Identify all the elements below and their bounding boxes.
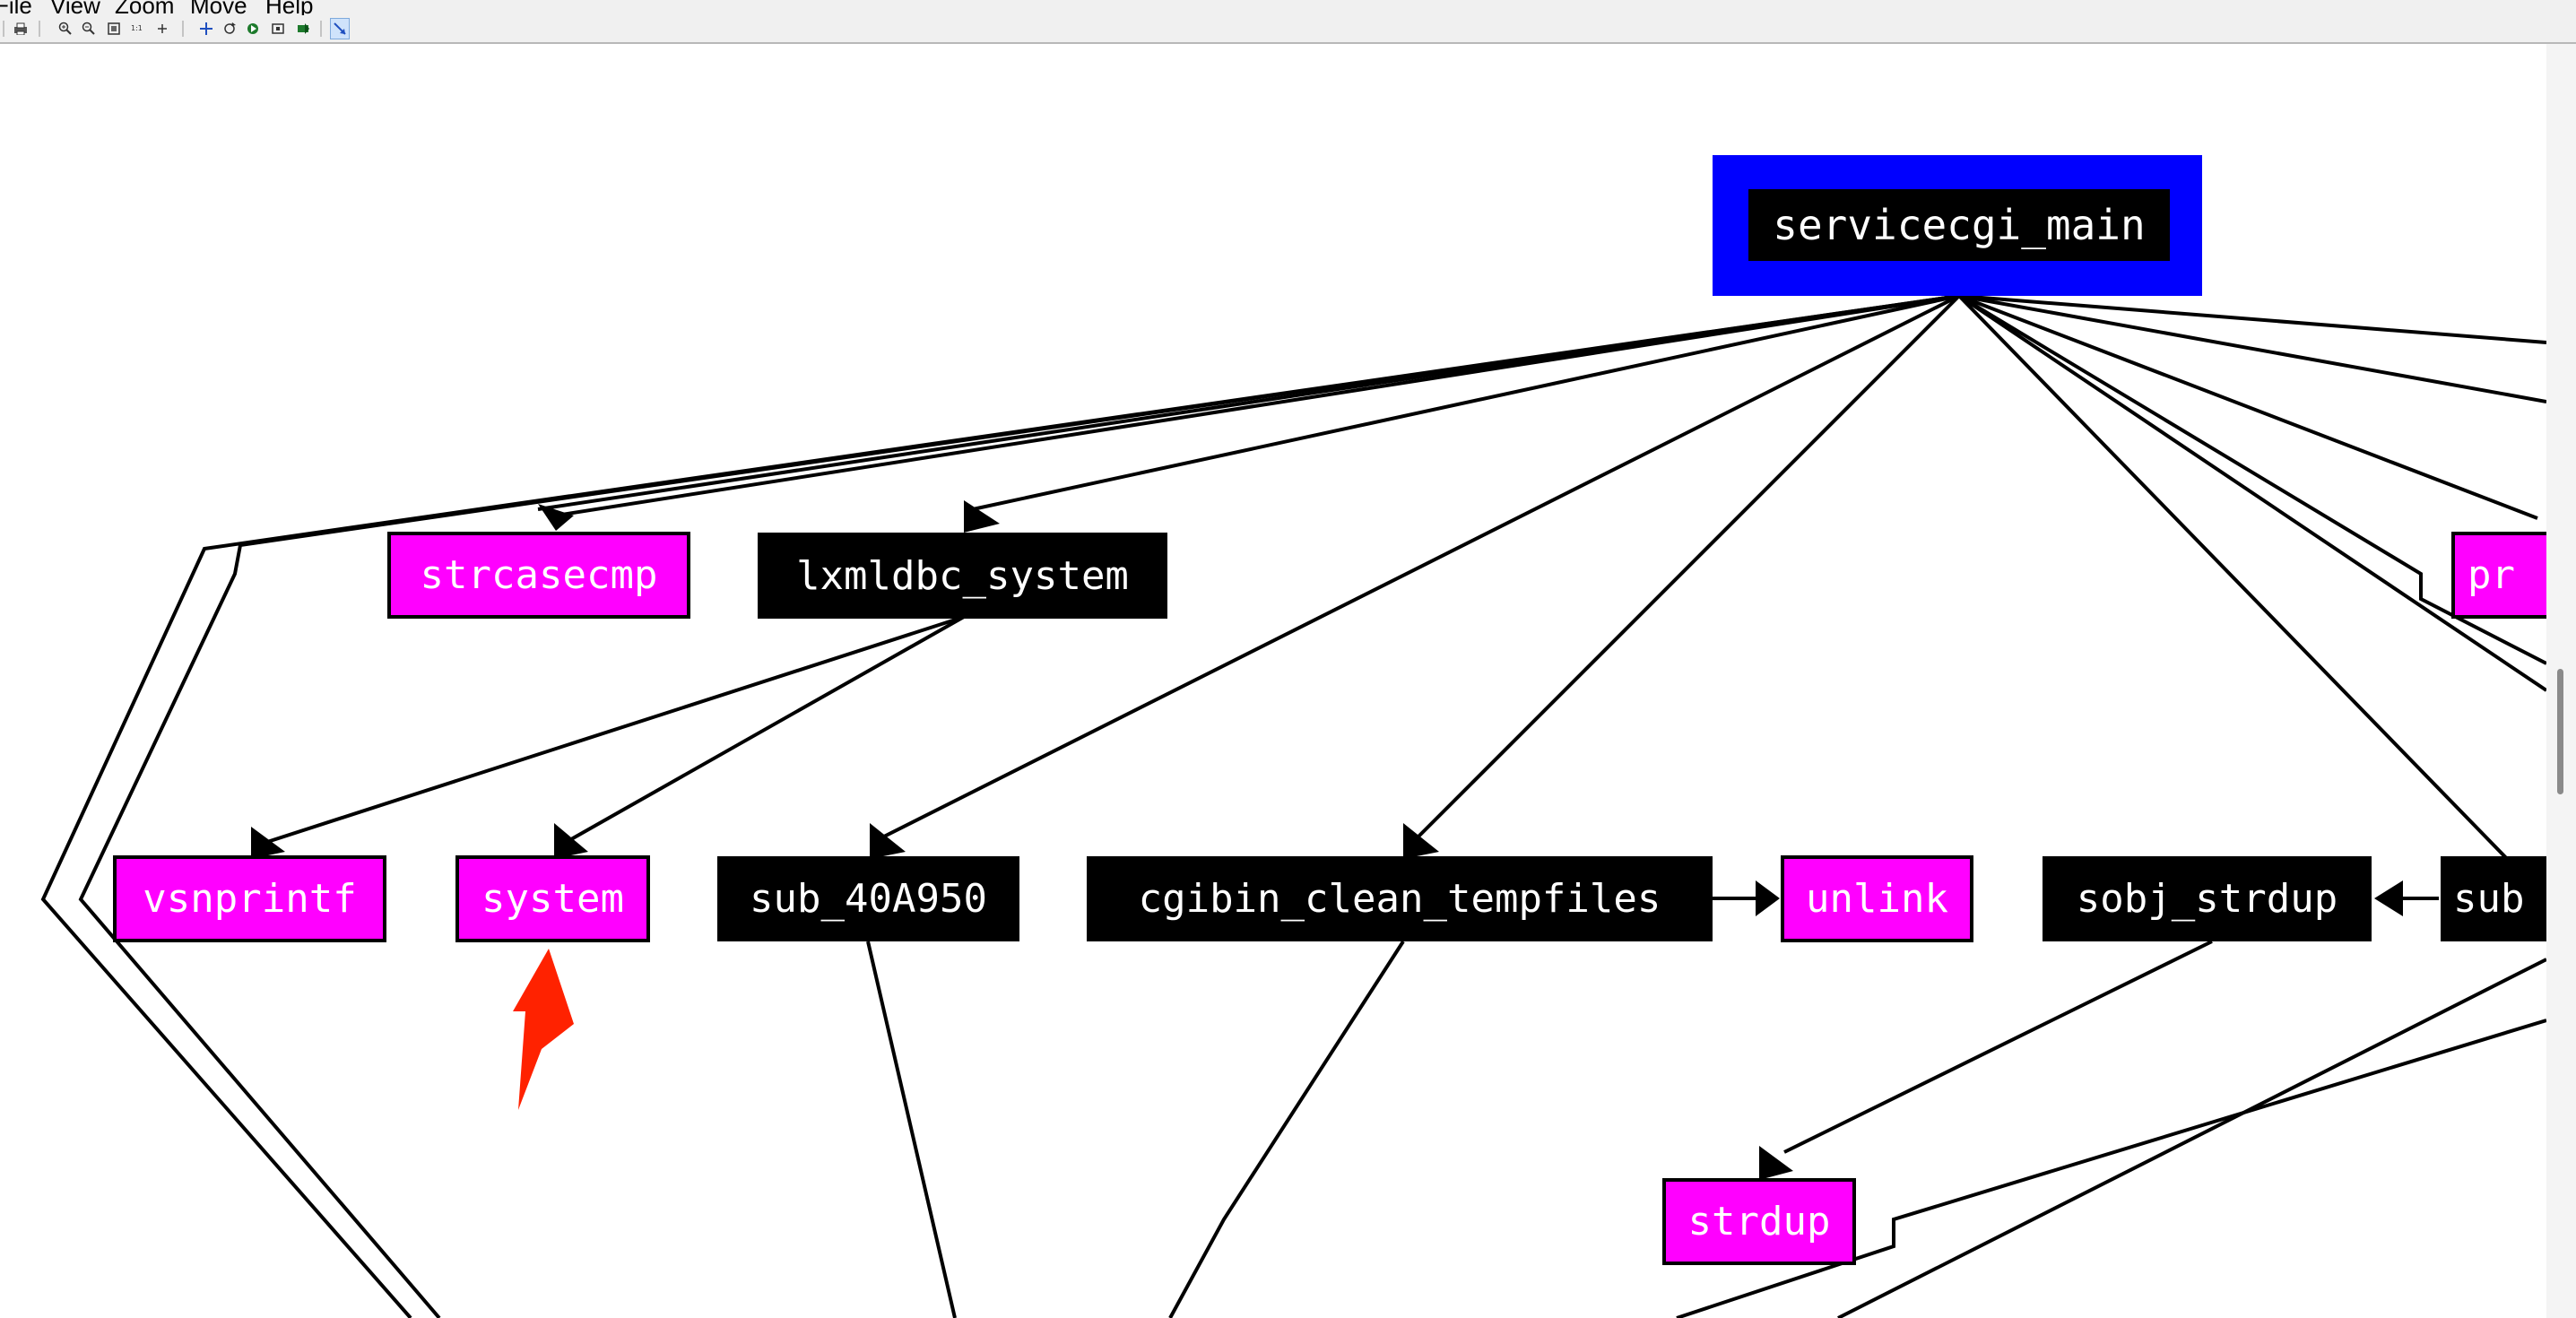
toolbar-separator xyxy=(39,21,40,37)
menu-view[interactable]: View xyxy=(50,0,100,15)
zoom-in-button[interactable] xyxy=(56,19,74,39)
call-graph-edges xyxy=(40,294,2546,1318)
edge-cgibin_clean_tempfiles xyxy=(1410,294,1961,845)
zoom-out-button[interactable] xyxy=(80,19,98,39)
node-servicecgi-main[interactable]: servicecgi_main xyxy=(1713,155,2202,296)
arrowhead-unlink xyxy=(1756,880,1780,916)
menu-bar: File View Zoom Move Help xyxy=(0,0,2576,15)
node-sub-40a950[interactable]: sub_40A950 xyxy=(717,856,1019,941)
zoom-point-icon xyxy=(158,24,167,33)
toolbar-separator xyxy=(3,21,4,37)
node-sobj-strdup[interactable]: sobj_strdup xyxy=(2043,856,2372,941)
arrowhead-strdup xyxy=(1759,1146,1793,1180)
zoom-fit-button[interactable] xyxy=(105,19,123,39)
node-vsnprintf[interactable]: vsnprintf xyxy=(113,855,386,942)
zoom-point-button[interactable] xyxy=(153,19,171,39)
zoom-100-button[interactable]: 1:1 xyxy=(128,19,146,39)
edge-lxmldbc-system xyxy=(564,615,965,845)
svg-text:1:1: 1:1 xyxy=(131,24,143,32)
edge-sub_40A950 xyxy=(871,294,1960,845)
go-node-button[interactable] xyxy=(294,19,312,39)
scrollbar-thumb[interactable] xyxy=(2557,669,2563,794)
go-forward-icon xyxy=(247,23,258,34)
edge-outer-left xyxy=(40,294,1960,1318)
edge-right-lower-2 xyxy=(1676,1019,2546,1318)
node-lxmldbc-system[interactable]: lxmldbc_system xyxy=(758,533,1167,619)
edge-lxmldbc_system xyxy=(972,294,1960,511)
zoom-in-icon xyxy=(58,22,72,35)
highlight-arrow xyxy=(513,949,574,1110)
edge-right-lower-1 xyxy=(1837,958,2546,1318)
node-system[interactable]: system xyxy=(455,855,650,942)
print-icon xyxy=(14,22,27,35)
menu-zoom[interactable]: Zoom xyxy=(115,0,175,15)
toolbar-separator xyxy=(320,21,322,37)
edge-right-1 xyxy=(1958,294,2546,344)
move-button[interactable] xyxy=(197,19,215,39)
call-graph-canvas[interactable]: servicecgi_main strcasecmp lxmldbc_syste… xyxy=(0,44,2566,1318)
center-node-icon xyxy=(272,23,284,34)
arrowhead-cgibin_clean_tempfiles xyxy=(1403,823,1439,859)
node-cgibin-clean-tempfiles[interactable]: cgibin_clean_tempfiles xyxy=(1087,856,1713,941)
arrowhead-lxmldbc_system xyxy=(964,500,1000,533)
select-mode-button[interactable] xyxy=(330,18,350,39)
zoom-fit-icon xyxy=(108,22,120,35)
node-strcasecmp[interactable]: strcasecmp xyxy=(387,532,690,619)
arrowhead-vsnprintf xyxy=(251,827,285,859)
arrowhead-system xyxy=(554,823,588,859)
edge-right-3 xyxy=(1958,294,2538,520)
select-mode-icon xyxy=(334,22,346,35)
node-pr[interactable]: pr xyxy=(2451,532,2559,619)
menu-move[interactable]: Move xyxy=(190,0,247,15)
zoom-100-icon: 1:1 xyxy=(131,24,143,32)
arrowhead-sub_40A950 xyxy=(870,823,906,859)
toolbar: 1:1 xyxy=(0,15,2576,44)
edge-right-down xyxy=(1957,294,2546,901)
edge-lxmldbc-vsnprintf xyxy=(264,615,965,845)
rotate-button[interactable] xyxy=(221,19,239,39)
edge-sobj-strdup xyxy=(1783,940,2213,1154)
node-sub-partial[interactable]: sub xyxy=(2441,856,2566,941)
rotate-icon xyxy=(224,22,236,34)
edge-sub40-down xyxy=(866,941,957,1318)
vertical-scrollbar[interactable] xyxy=(2546,44,2576,1318)
toolbar-separator xyxy=(182,21,184,37)
arrowhead-strcasecmp xyxy=(538,504,574,531)
node-strdup[interactable]: strdup xyxy=(1662,1178,1856,1265)
center-node-button[interactable] xyxy=(269,19,287,39)
go-node-icon xyxy=(298,23,309,34)
edge-inner-left xyxy=(78,294,1960,1318)
node-servicecgi-main-label: servicecgi_main xyxy=(1748,189,2170,261)
edge-strcasecmp-2 xyxy=(555,294,1960,517)
menu-help[interactable]: Help xyxy=(265,0,314,15)
edge-right-4 xyxy=(1957,294,2546,665)
edge-right-5 xyxy=(1957,294,2546,692)
arrowhead-sobj_strdup xyxy=(2374,880,2403,916)
zoom-out-icon xyxy=(82,22,95,35)
edge-cgibin-down xyxy=(1168,940,1405,1318)
print-button[interactable] xyxy=(12,19,30,39)
node-unlink[interactable]: unlink xyxy=(1781,855,1973,942)
edge-right-2 xyxy=(1958,294,2546,403)
go-forward-button[interactable] xyxy=(244,19,262,39)
menu-file[interactable]: File xyxy=(0,0,32,15)
move-icon xyxy=(200,22,212,35)
